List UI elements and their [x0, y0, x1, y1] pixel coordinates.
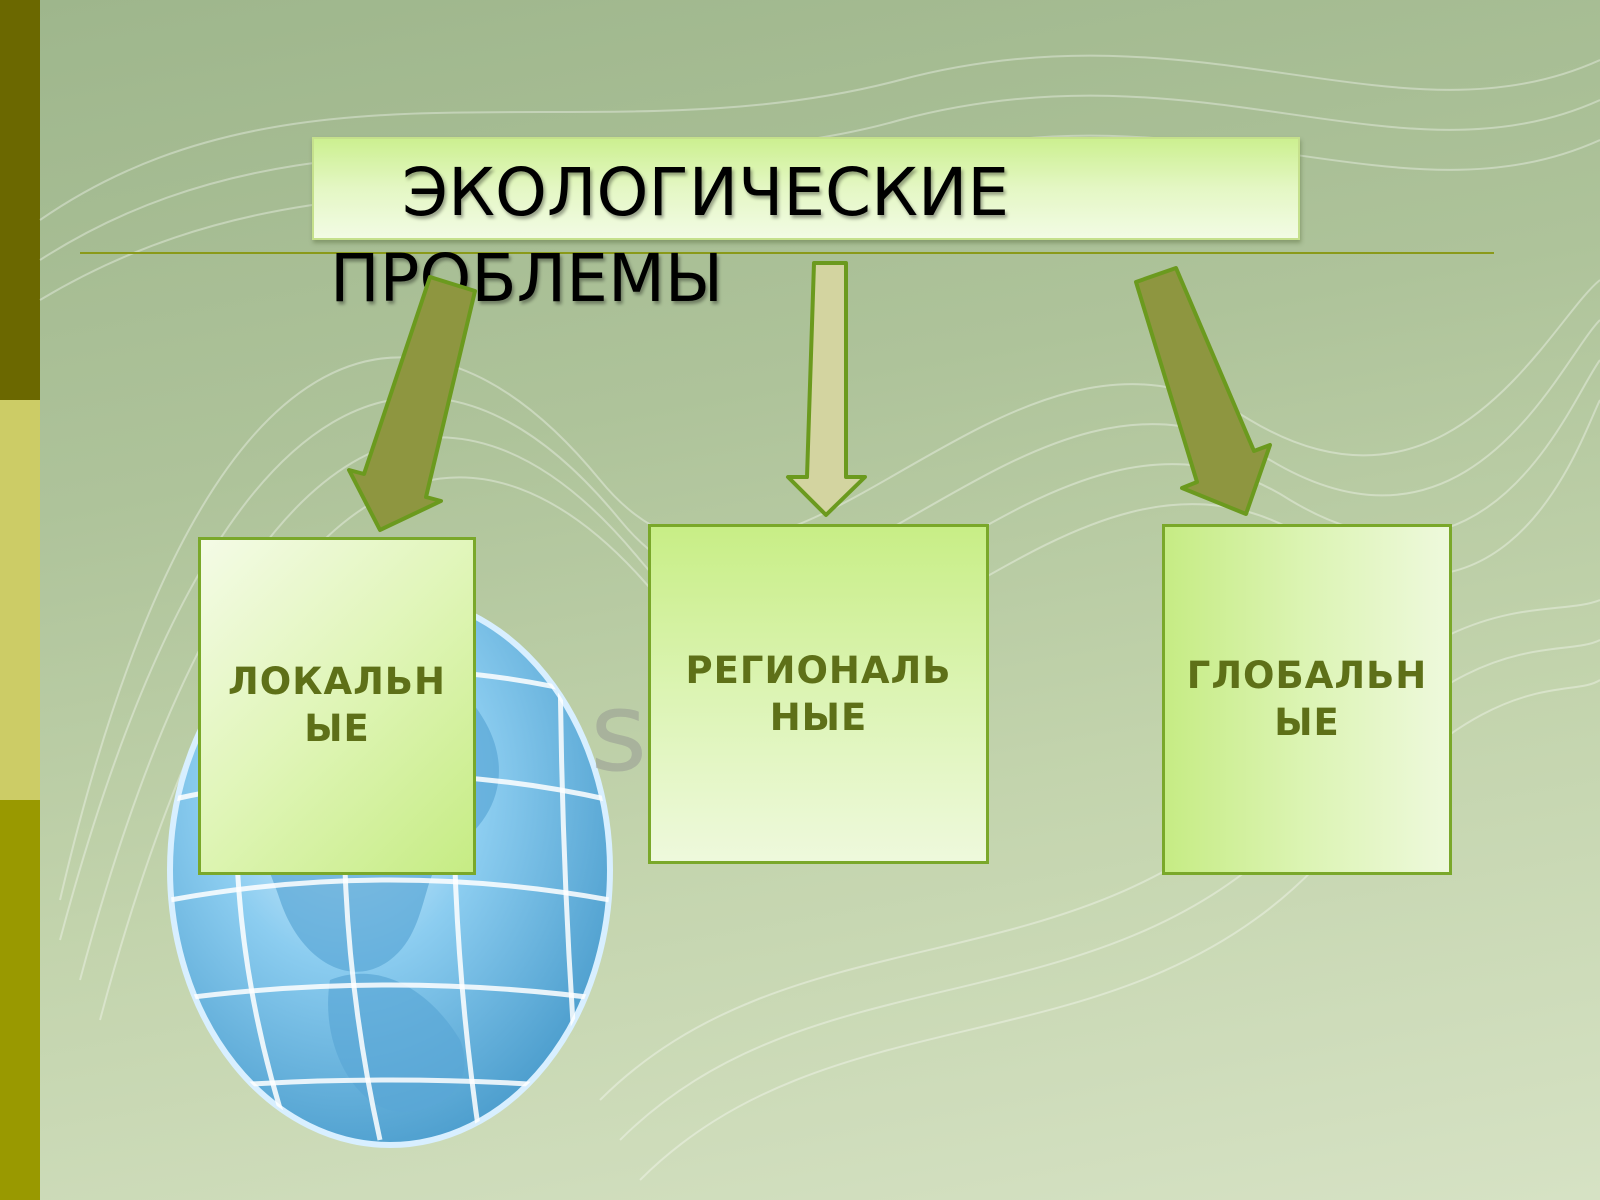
- category-label-local: ЛОКАЛЬН ЫЕ: [228, 660, 446, 750]
- title-box: [312, 137, 1300, 240]
- category-box-global: ГЛОБАЛЬН ЫЕ: [1162, 524, 1452, 875]
- arrow-to-local: [347, 275, 477, 532]
- arrow-to-regional: [786, 261, 867, 517]
- title-underline: [80, 252, 1494, 254]
- side-band-dark: [0, 0, 40, 400]
- category-box-local: ЛОКАЛЬН ЫЕ: [198, 537, 476, 875]
- category-label-global: ГЛОБАЛЬН ЫЕ: [1186, 654, 1428, 744]
- category-label-regional: РЕГИОНАЛЬ НЫЕ: [685, 649, 952, 739]
- slide-title: ЭКОЛОГИЧЕСКИЕ ПРОБЛЕМЫ: [330, 154, 1010, 317]
- category-box-regional: РЕГИОНАЛЬ НЫЕ: [648, 524, 989, 864]
- side-band-olive: [0, 800, 40, 1200]
- side-band-light: [0, 400, 40, 800]
- arrow-to-global: [1134, 266, 1272, 516]
